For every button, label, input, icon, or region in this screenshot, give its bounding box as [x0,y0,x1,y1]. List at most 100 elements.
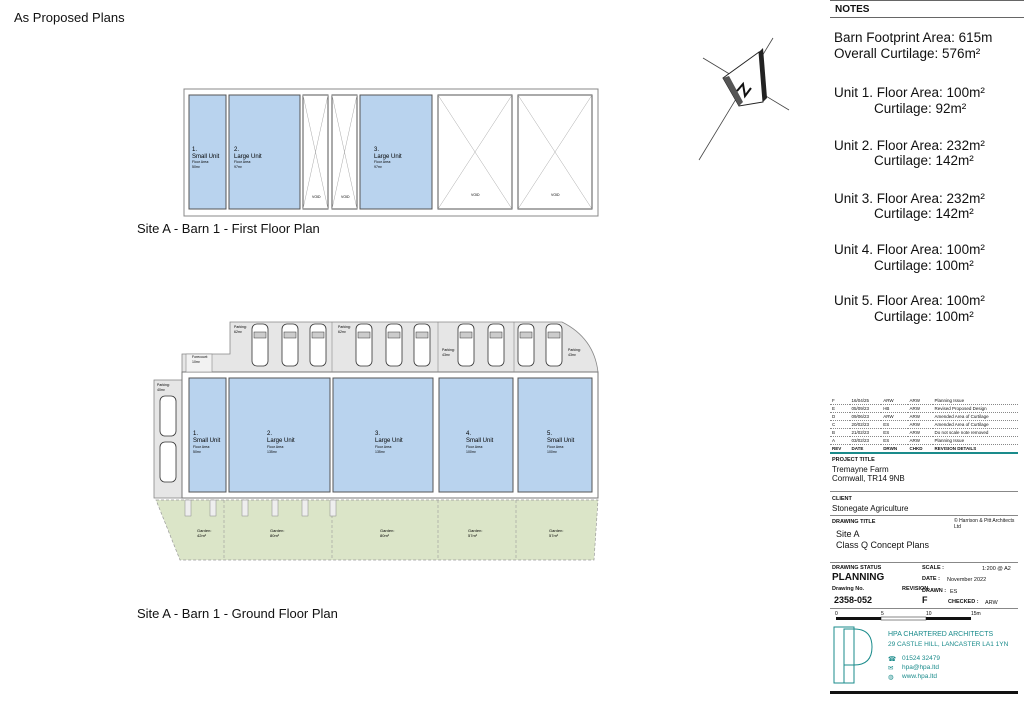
gf-unit-2-name: Large Unit [267,438,295,444]
gf-unit-4-name: Small Unit [466,438,494,444]
garden-5-label: Garden: [549,528,563,533]
checked-value: ARW [985,600,998,606]
ff-unit-3-fa: 97m² [374,165,383,169]
firm-address: 29 CASTLE HILL, LANCASTER LA1 1YN [888,641,1009,648]
notes-panel: NOTES Barn Footprint Area: 615m Overall … [830,0,1024,701]
bottom-rule [830,691,1018,694]
drawn-label: DRAWN : [922,588,947,594]
hpa-logo-icon [833,626,873,684]
gf-unit-5-num: 5. [547,431,552,437]
note-unit-5-floor: Unit 5. Floor Area: 100m² [834,293,985,308]
scale-bar-5: 5 [881,611,884,617]
web-icon: ◍ [888,674,894,681]
gf-unit-2-fa: 135m² [267,450,278,454]
note-footprint: Barn Footprint Area: 615m [834,30,993,45]
gf-unit-3-num: 3. [375,431,380,437]
ff-unit-1-fa: 50m² [192,165,201,169]
gf-unit-4-num: 4. [466,431,471,437]
ff-unit-1-name: Small Unit [192,154,220,160]
parking-5-label: Parking: [568,348,581,352]
page-title: As Proposed Plans [14,10,125,25]
first-floor-caption: Site A - Barn 1 - First Floor Plan [137,221,320,236]
gf-unit-3 [332,377,434,493]
gf-unit-3-fa-label: Floor Area: [375,445,392,449]
note-unit-5-curtilage: Curtilage: 100m² [874,309,974,324]
parking-2-area: 62m² [234,330,243,334]
ff-void-label-d: VOID [551,193,560,197]
gf-unit-5-fa: 100m² [547,450,558,454]
ff-unit-3-fa-label: Floor Area: [374,160,391,164]
ff-unit-3-name: Large Unit [374,154,402,160]
gf-unit-4 [438,377,514,493]
project-title-line1: Tremayne Farm [832,465,889,474]
parking-2-label: Parking: [234,325,247,329]
date-label: DATE : [922,576,940,582]
phone-icon: ☎ [888,656,897,663]
ground-floor-caption: Site A - Barn 1 - Ground Floor Plan [137,606,338,621]
email-icon: ✉ [888,665,894,672]
copyright-text: © Harrison & Pitt Architects Ltd [954,518,1015,530]
ff-void-label-c: VOID [471,193,480,197]
drawing-title-1: Site A [836,529,860,539]
drawing-no-label: Drawing No. [832,586,865,592]
note-unit-1-floor: Unit 1. Floor Area: 100m² [834,85,985,100]
garden-1-area: 42m² [197,533,207,538]
ff-unit-1-num: 1. [192,147,197,153]
ff-unit-2-name: Large Unit [234,154,262,160]
gf-unit-1 [188,377,227,493]
ff-unit-3 [359,94,433,210]
ground-floor-plan: 1. Small Unit Floor Area: 50m² 2. Large … [153,321,599,561]
ff-unit-2-fa-label: Floor Area: [234,160,251,164]
date-value: November 2022 [947,577,987,583]
garden-2-label: Garden: [270,528,284,533]
parking-1-label: Parking: [157,383,170,387]
note-unit-3-curtilage: Curtilage: 142m² [874,206,974,221]
revision-value: F [922,595,928,605]
drawing-status-label: DRAWING STATUS [832,565,882,571]
gf-unit-5-name: Small Unit [547,438,575,444]
scale-bar-0: 0 [835,611,838,617]
garden-3-label: Garden: [380,528,394,533]
north-arrow-icon [698,37,790,161]
ff-unit-2-num: 2. [234,147,239,153]
ff-void-label-b: VOID [341,195,350,199]
drawn-value: ES [950,589,958,595]
note-unit-2-floor: Unit 2. Floor Area: 232m² [834,138,985,153]
ff-unit-3-num: 3. [374,147,379,153]
scale-value: 1:200 @ A2 [982,566,1011,572]
scale-bar: 0 5 10 15m [835,611,981,621]
scale-bar-15: 15m [971,611,981,617]
garden-4-label: Garden: [468,528,482,533]
email-link[interactable]: hpa@hpa.ltd [902,664,939,671]
gf-unit-4-fa-label: Floor Area: [466,445,483,449]
garden-4-area: 57m² [468,533,478,538]
parking-4-label: Parking: [442,348,455,352]
garden-1-label: Garden: [197,528,211,533]
gf-unit-2 [228,377,331,493]
note-unit-3-floor: Unit 3. Floor Area: 232m² [834,191,985,206]
parking-1-area: 40m² [157,388,166,392]
note-unit-2-curtilage: Curtilage: 142m² [874,153,974,168]
note-unit-4-curtilage: Curtilage: 100m² [874,258,974,273]
client-name: Stonegate Agriculture [832,504,909,513]
gf-unit-4-fa: 100m² [466,450,477,454]
drawing-title-label: DRAWING TITLE [832,519,876,525]
drawing-no: 2358-052 [834,595,873,605]
note-curtilage: Overall Curtilage: 576m² [834,46,981,61]
first-floor-plan: 1. Small Unit Floor Area: 50m² 2. Large … [183,88,599,217]
web-link[interactable]: www.hpa.ltd [902,673,938,680]
parking-4-area: 43m² [442,353,451,357]
forecourt-label: Forecourt: [192,355,208,359]
parking-5-area: 43m² [568,353,577,357]
notes-heading: NOTES [830,0,1024,18]
garden-5-area: 57m² [549,533,559,538]
firm-name: HPA CHARTERED ARCHITECTS [888,631,994,638]
ff-void-label-a: VOID [312,195,321,199]
